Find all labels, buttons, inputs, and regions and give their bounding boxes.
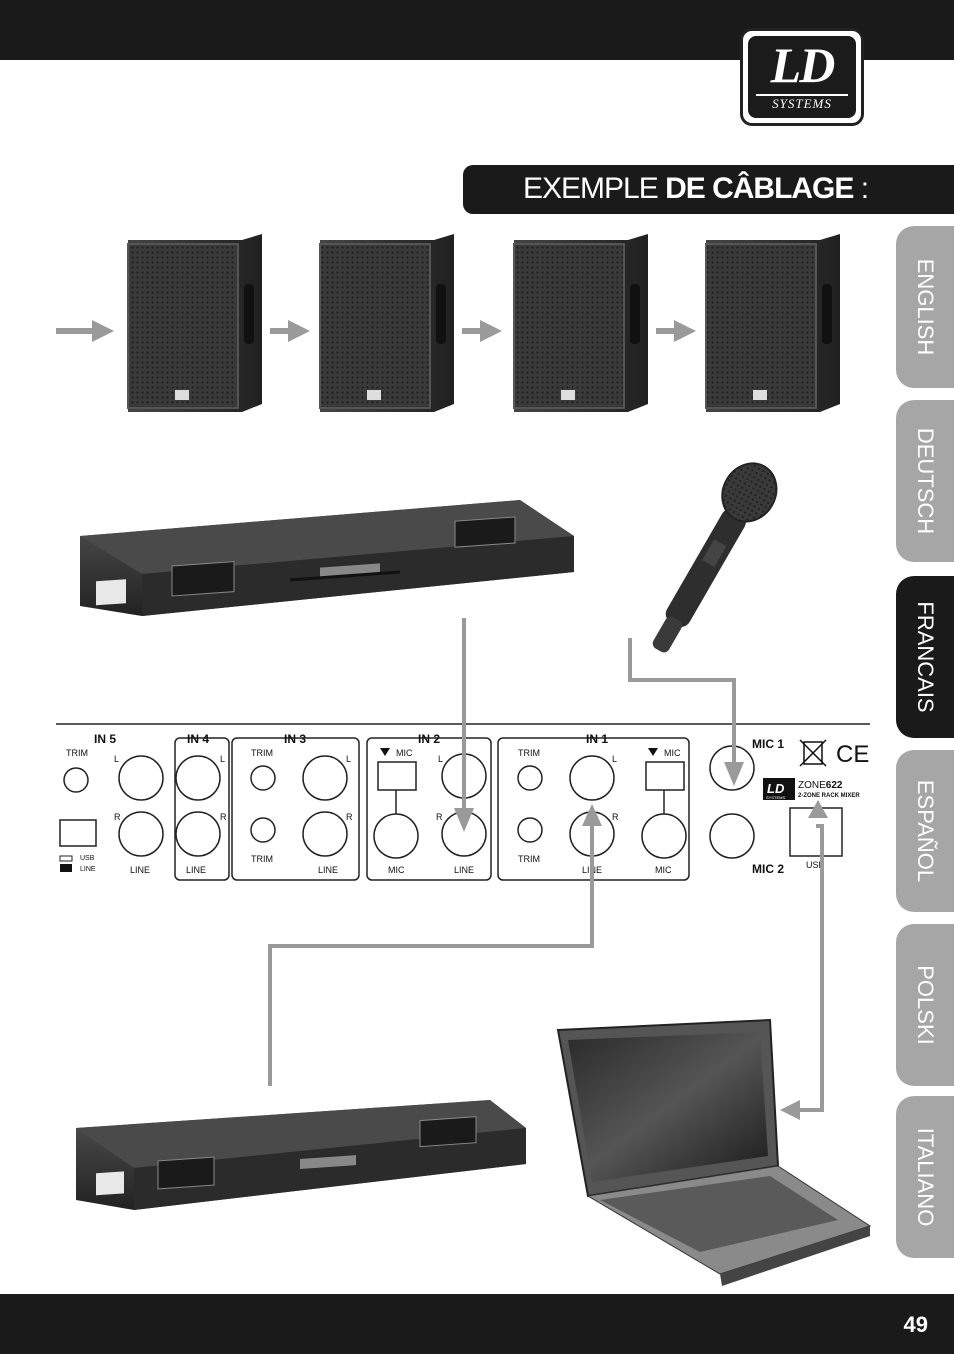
svg-text:TRIM: TRIM — [251, 748, 273, 758]
page-title: EXEMPLE DE CÂBLAGE : — [523, 172, 869, 205]
svg-text:LINE: LINE — [186, 865, 206, 875]
svg-text:MIC: MIC — [388, 865, 405, 875]
title-bar: EXEMPLE DE CÂBLAGE : — [463, 165, 954, 214]
label-in4: IN 4 — [187, 732, 209, 746]
svg-text:TRIM: TRIM — [66, 748, 88, 758]
ld-systems-logo: LD SYSTEMS — [740, 28, 864, 126]
svg-text:LINE: LINE — [318, 865, 338, 875]
connection-arrowheads — [454, 762, 828, 1120]
panel-brand: LD SYSTEMS ZONE622 2-ZONE RACK MIXER CE — [763, 739, 869, 800]
label-in3: IN 3 — [284, 732, 306, 746]
speaker-3 — [513, 234, 648, 412]
svg-text:R: R — [612, 812, 619, 822]
tab-espanol[interactable]: ESPAÑOL — [896, 750, 954, 912]
tab-italiano[interactable]: ITALIANO — [896, 1096, 954, 1258]
laptop — [556, 1018, 872, 1286]
svg-text:USB: USB — [80, 855, 95, 862]
svg-text:R: R — [346, 812, 353, 822]
svg-text:L: L — [438, 754, 443, 764]
trim-knobs — [63, 765, 543, 843]
tab-deutsch[interactable]: DEUTSCH — [896, 400, 954, 562]
page-number: 49 — [903, 1312, 928, 1337]
svg-text:TRIM: TRIM — [518, 854, 540, 864]
label-in1: IN 1 — [586, 732, 608, 746]
svg-text:L: L — [346, 754, 351, 764]
cd-player-bottom — [76, 1100, 526, 1210]
svg-text:2-ZONE RACK MIXER: 2-ZONE RACK MIXER — [798, 793, 860, 799]
jacks — [59, 745, 843, 859]
speaker-2 — [319, 234, 454, 412]
svg-text:R: R — [436, 812, 443, 822]
speaker-chain-arrows — [56, 320, 696, 342]
svg-text:LD: LD — [767, 781, 785, 796]
microphone — [652, 462, 778, 653]
speaker-1 — [127, 234, 262, 412]
mic-triangles — [380, 748, 658, 756]
svg-text:R: R — [114, 812, 121, 822]
svg-text:L: L — [114, 754, 119, 764]
label-in2: IN 2 — [418, 732, 440, 746]
tab-polski[interactable]: POLSKI — [896, 924, 954, 1086]
tab-english[interactable]: ENGLISH — [896, 226, 954, 388]
svg-text:MIC: MIC — [655, 865, 672, 875]
svg-text:CE: CE — [836, 741, 869, 768]
svg-text:ZONE622: ZONE622 — [798, 780, 843, 791]
svg-text:L: L — [220, 754, 225, 764]
svg-text:LINE: LINE — [130, 865, 150, 875]
label-mic2: MIC 2 — [752, 862, 784, 876]
svg-text:LINE: LINE — [80, 866, 96, 873]
svg-text:TRIM: TRIM — [251, 854, 273, 864]
label-mic1: MIC 1 — [752, 737, 784, 751]
label-in5: IN 5 — [94, 732, 116, 746]
panel-labels: IN 5 IN 4 IN 3 IN 2 IN 1 MIC 1 MIC 2 — [94, 732, 784, 876]
svg-text:R: R — [220, 812, 227, 822]
connection-lines — [268, 618, 824, 1112]
bottom-bar: 49 — [0, 1294, 954, 1354]
svg-text:LINE: LINE — [454, 865, 474, 875]
cd-player-top — [80, 500, 574, 616]
svg-text:USB: USB — [806, 860, 825, 870]
svg-text:MIC: MIC — [664, 748, 681, 758]
svg-text:L: L — [612, 754, 617, 764]
svg-text:TRIM: TRIM — [518, 748, 540, 758]
svg-text:SYSTEMS: SYSTEMS — [766, 795, 785, 800]
svg-text:MIC: MIC — [396, 748, 413, 758]
speaker-4 — [705, 234, 840, 412]
tab-francais[interactable]: FRANCAIS — [896, 576, 954, 738]
